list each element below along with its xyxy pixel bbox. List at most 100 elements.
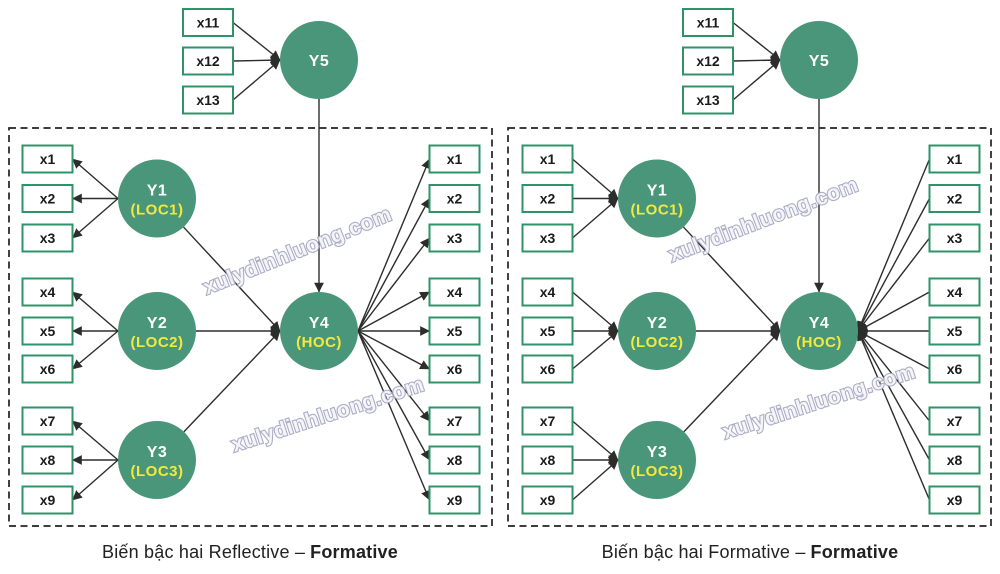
construct-label-Y1: Y1 [147, 183, 168, 200]
construct-label-Y2: Y2 [147, 315, 168, 332]
path-arrow-Y4-to-x4R [357, 291, 430, 332]
indicator-box-x7R [428, 406, 481, 436]
indicator-box-x1R [928, 144, 981, 174]
diagram-reflective-formative: x11x12x13x1x2x3x4x5x6x7x8x9x1x2x3x4x5x6x… [8, 8, 493, 527]
path-arrow-x12-to-Y5 [232, 55, 281, 66]
path-arrow-Y3-to-x9L [72, 459, 119, 501]
path-arrow-x3L-to-Y1 [572, 197, 619, 239]
indicator-label-x1R: x1 [947, 151, 963, 167]
construct-label-Y2: Y2 [647, 315, 668, 332]
path-arrow-Y3-to-Y4 [183, 330, 281, 433]
indicator-label-x5R: x5 [447, 323, 463, 339]
path-arrow-x3R-to-Y4 [857, 237, 931, 332]
indicator-label-x12: x12 [696, 53, 720, 69]
indicator-box-x9L [521, 485, 574, 515]
indicator-label-x8L: x8 [540, 452, 556, 468]
indicator-label-x7L: x7 [40, 413, 56, 429]
indicator-label-x4L: x4 [540, 284, 556, 300]
path-arrow-x2R-to-Y4 [857, 198, 931, 332]
indicator-box-x6L [521, 354, 574, 384]
indicator-label-x3L: x3 [540, 230, 556, 246]
indicator-box-x4R [928, 277, 981, 307]
construct-sublabel-Y4: (HOC) [796, 334, 842, 351]
indicator-label-x4R: x4 [947, 284, 963, 300]
indicator-label-x4R: x4 [447, 284, 463, 300]
construct-circle-Y5 [780, 21, 858, 99]
indicator-box-x7R [928, 406, 981, 436]
path-arrow-x7R-to-Y4 [857, 330, 931, 422]
path-arrow-Y4-to-x1R [357, 158, 431, 332]
indicator-box-x9R [928, 485, 981, 515]
indicator-label-x5L: x5 [40, 323, 56, 339]
indicator-label-x6L: x6 [40, 361, 56, 377]
indicator-label-x2R: x2 [447, 191, 463, 207]
indicator-label-x3R: x3 [447, 230, 463, 246]
indicator-box-x2L [21, 184, 74, 213]
indicator-label-x2R: x2 [947, 191, 963, 207]
path-arrow-Y4-to-x3R [357, 237, 431, 332]
inner-model-dashed-frame [507, 127, 992, 527]
indicator-box-x1R [428, 144, 481, 174]
indicator-label-x9L: x9 [540, 492, 556, 508]
path-arrow-Y1-to-x3L [72, 197, 119, 239]
indicator-box-x5L [21, 316, 74, 346]
caption-left-model: Biến bậc hai Reflective –Formative [0, 542, 500, 563]
construct-circle-Y5 [280, 21, 358, 99]
indicator-label-x9L: x9 [40, 492, 56, 508]
path-arrow-Y2-to-x6L [72, 330, 119, 370]
indicator-label-x7R: x7 [947, 413, 963, 429]
construct-sublabel-Y1: (LOC1) [631, 202, 684, 219]
indicator-box-x3L [521, 223, 574, 253]
construct-sublabel-Y3: (LOC3) [131, 463, 184, 480]
indicator-box-x3R [928, 223, 981, 253]
indicator-label-x8R: x8 [947, 452, 963, 468]
indicator-label-x7R: x7 [447, 413, 463, 429]
indicator-label-x4L: x4 [40, 284, 56, 300]
indicator-label-x1L: x1 [540, 151, 556, 167]
indicator-box-x8R [928, 445, 981, 475]
construct-label-Y3: Y3 [647, 444, 668, 461]
indicator-box-x11 [682, 8, 734, 37]
indicator-box-x1L [521, 144, 574, 174]
path-arrow-x13-to-Y5 [232, 59, 281, 101]
indicator-box-x2R [928, 184, 981, 213]
construct-label-Y4: Y4 [809, 315, 830, 332]
path-arrow-Y2-to-x4L [72, 291, 119, 332]
indicator-box-x6R [428, 354, 481, 384]
construct-sublabel-Y1: (LOC1) [131, 202, 184, 219]
indicator-label-x5L: x5 [540, 323, 556, 339]
indicator-box-x5L [521, 316, 574, 346]
indicator-label-x6R: x6 [447, 361, 463, 377]
indicator-label-x9R: x9 [447, 492, 463, 508]
construct-sublabel-Y3: (LOC3) [631, 463, 684, 480]
watermark-text-0: xulydinhluong.com [200, 203, 395, 300]
indicator-label-x11: x11 [697, 15, 720, 31]
watermark-text-2: xulydinhluong.com [666, 173, 862, 267]
indicator-label-x1R: x1 [447, 151, 463, 167]
watermark-text-1: xulydinhluong.com [229, 373, 427, 457]
indicator-label-x3L: x3 [40, 230, 56, 246]
indicator-label-x1L: x1 [40, 151, 56, 167]
caption-left-bold-text: Formative [310, 542, 398, 562]
indicator-box-x11 [182, 8, 234, 37]
path-arrow-x8R-to-Y4 [857, 330, 931, 461]
indicator-box-x8L [21, 445, 74, 475]
path-arrow-x6R-to-Y4 [857, 330, 930, 370]
indicator-box-x12 [182, 46, 234, 76]
path-arrow-x4R-to-Y4 [857, 291, 930, 332]
path-arrow-x13-to-Y5 [732, 59, 781, 101]
construct-circle-Y1 [618, 159, 696, 238]
indicator-box-x1L [21, 144, 74, 174]
indicator-label-x11: x11 [197, 15, 220, 31]
indicator-box-x4R [428, 277, 481, 307]
indicator-box-x6R [928, 354, 981, 384]
indicator-label-x9R: x9 [947, 492, 963, 508]
path-arrow-x11-to-Y5 [732, 21, 781, 61]
indicator-box-x7L [521, 406, 574, 436]
path-arrow-Y4-to-x9R [357, 330, 431, 501]
path-arrow-Y1-to-Y4 [683, 226, 781, 332]
indicator-box-x12 [682, 46, 734, 76]
indicator-label-x8L: x8 [40, 452, 56, 468]
path-arrow-x1R-to-Y4 [857, 158, 931, 332]
inner-model-dashed-frame [8, 127, 493, 527]
